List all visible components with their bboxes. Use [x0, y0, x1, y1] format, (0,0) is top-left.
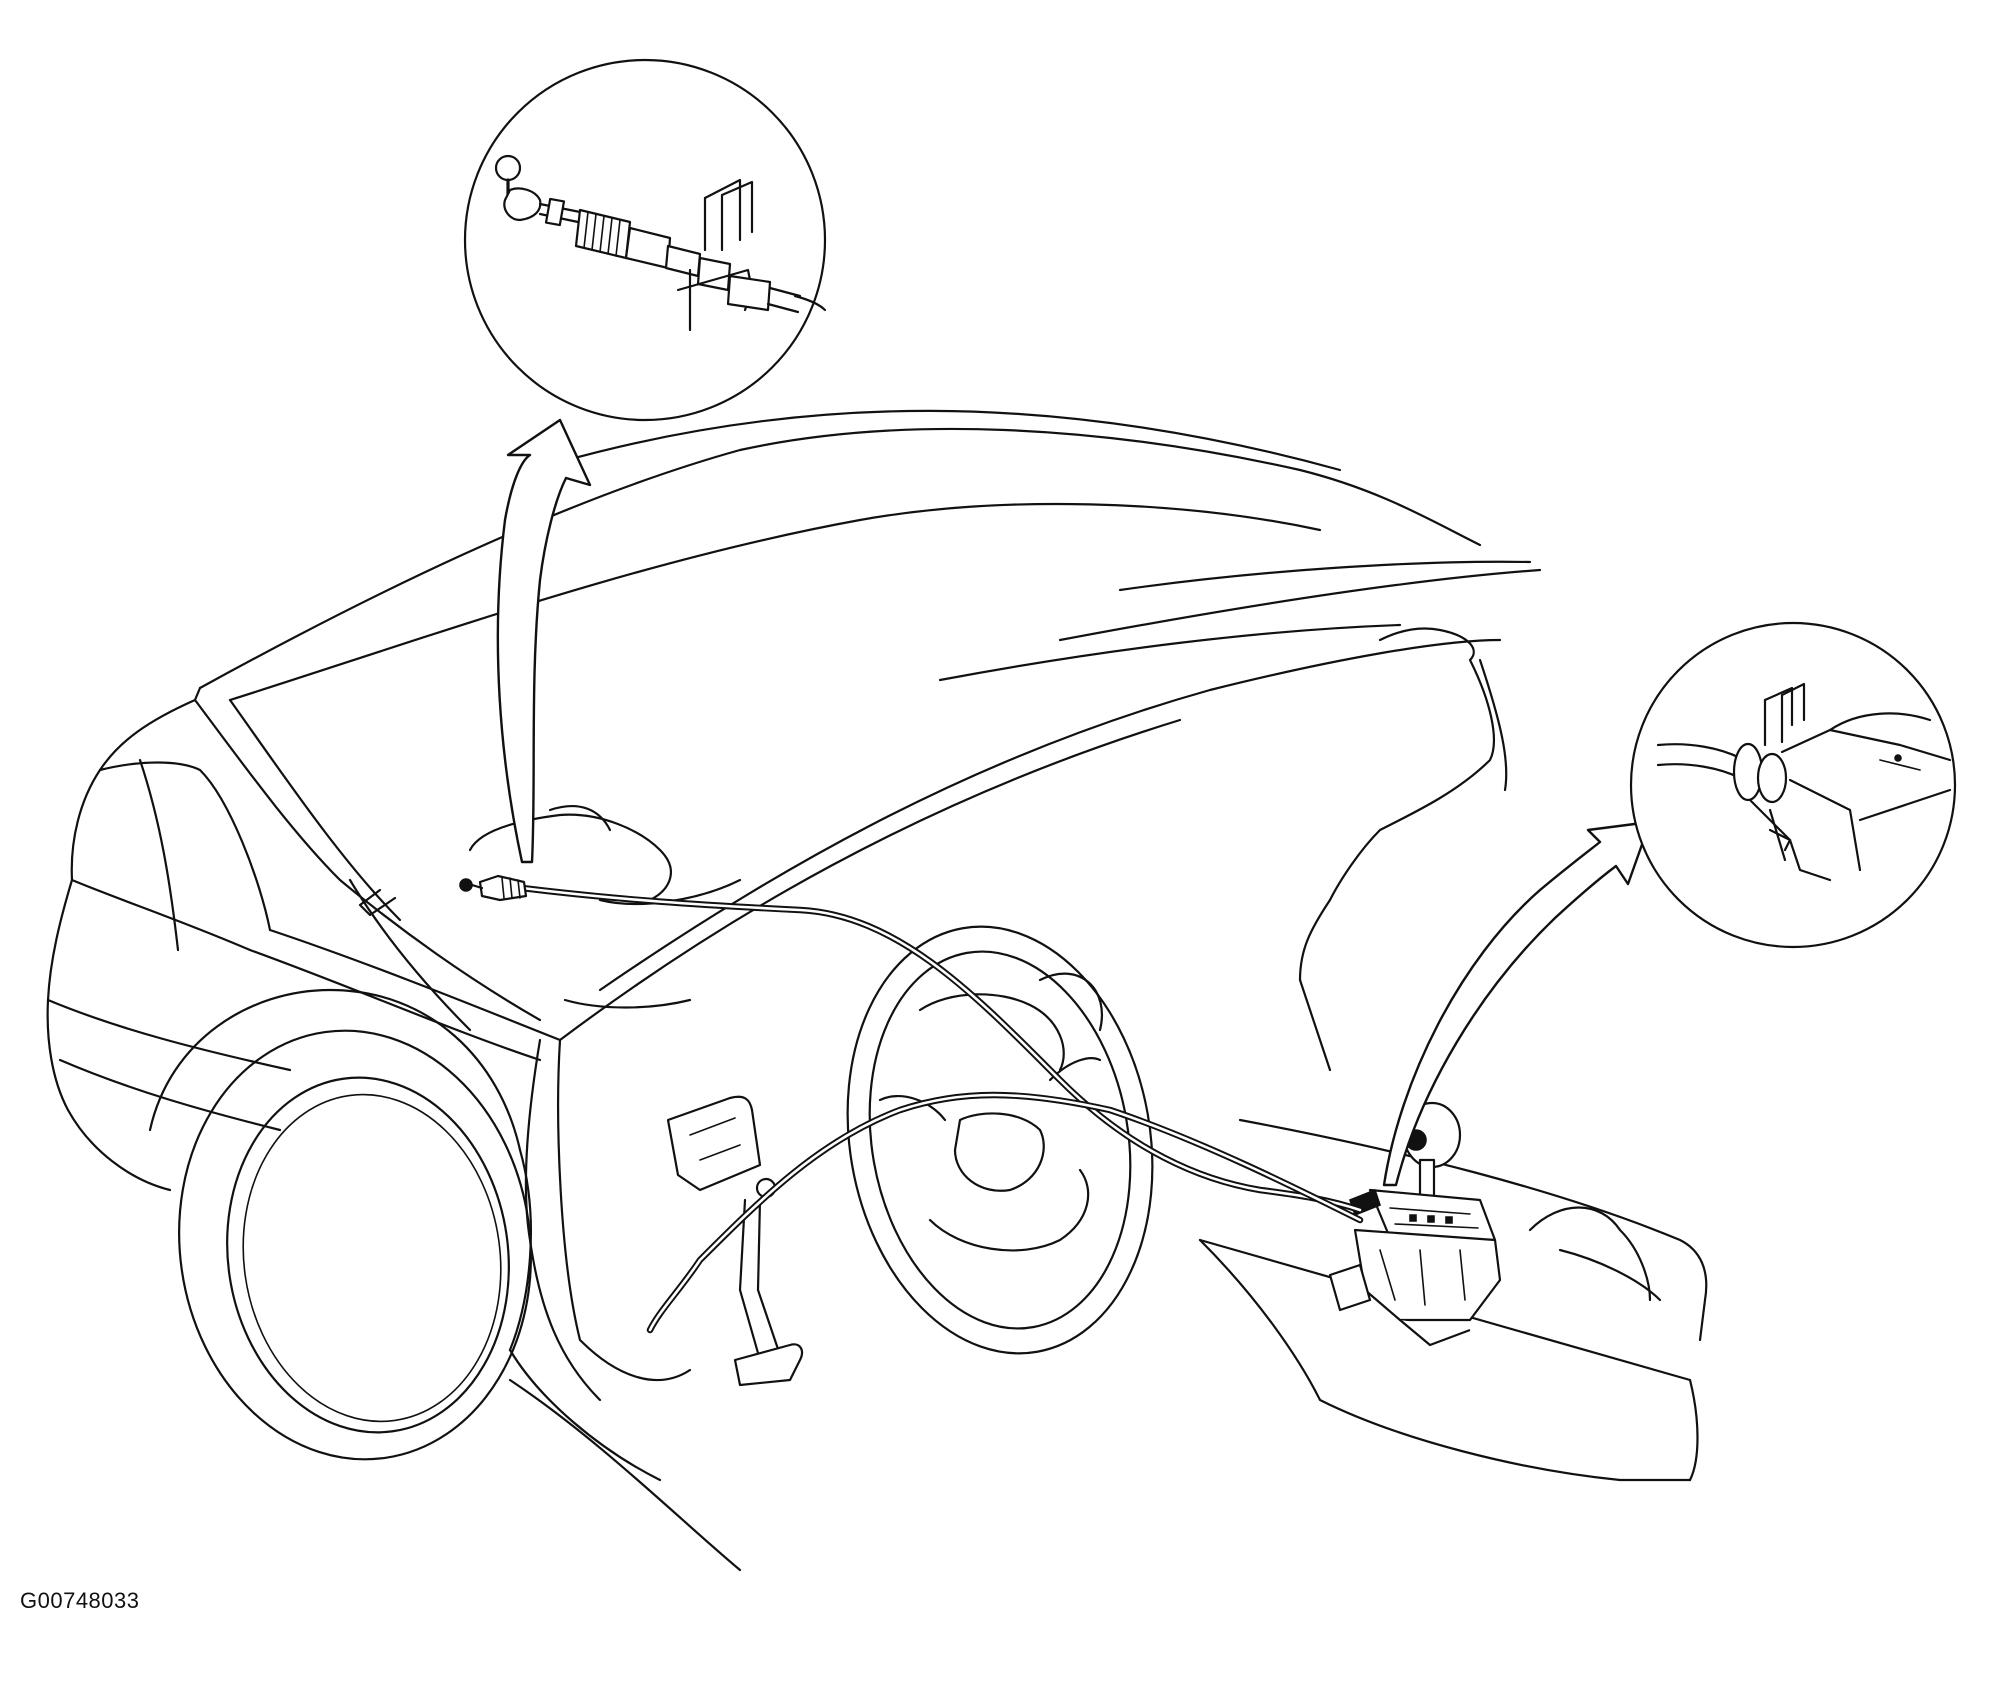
vehicle-body-outline [46, 409, 1542, 1572]
callout-cable-end-transmission [463, 58, 827, 422]
shifter-assembly [1198, 1101, 1708, 1482]
engine-bay-outline [358, 805, 742, 917]
steering-wheel [846, 925, 1154, 1355]
brake-pedal [666, 1095, 804, 1387]
figure-id-label: G00748033 [20, 1588, 140, 1613]
arrow-to-upper-callout [496, 418, 592, 864]
shift-cable [459, 874, 1364, 1334]
callout-cable-end-shifter [1629, 621, 1957, 949]
